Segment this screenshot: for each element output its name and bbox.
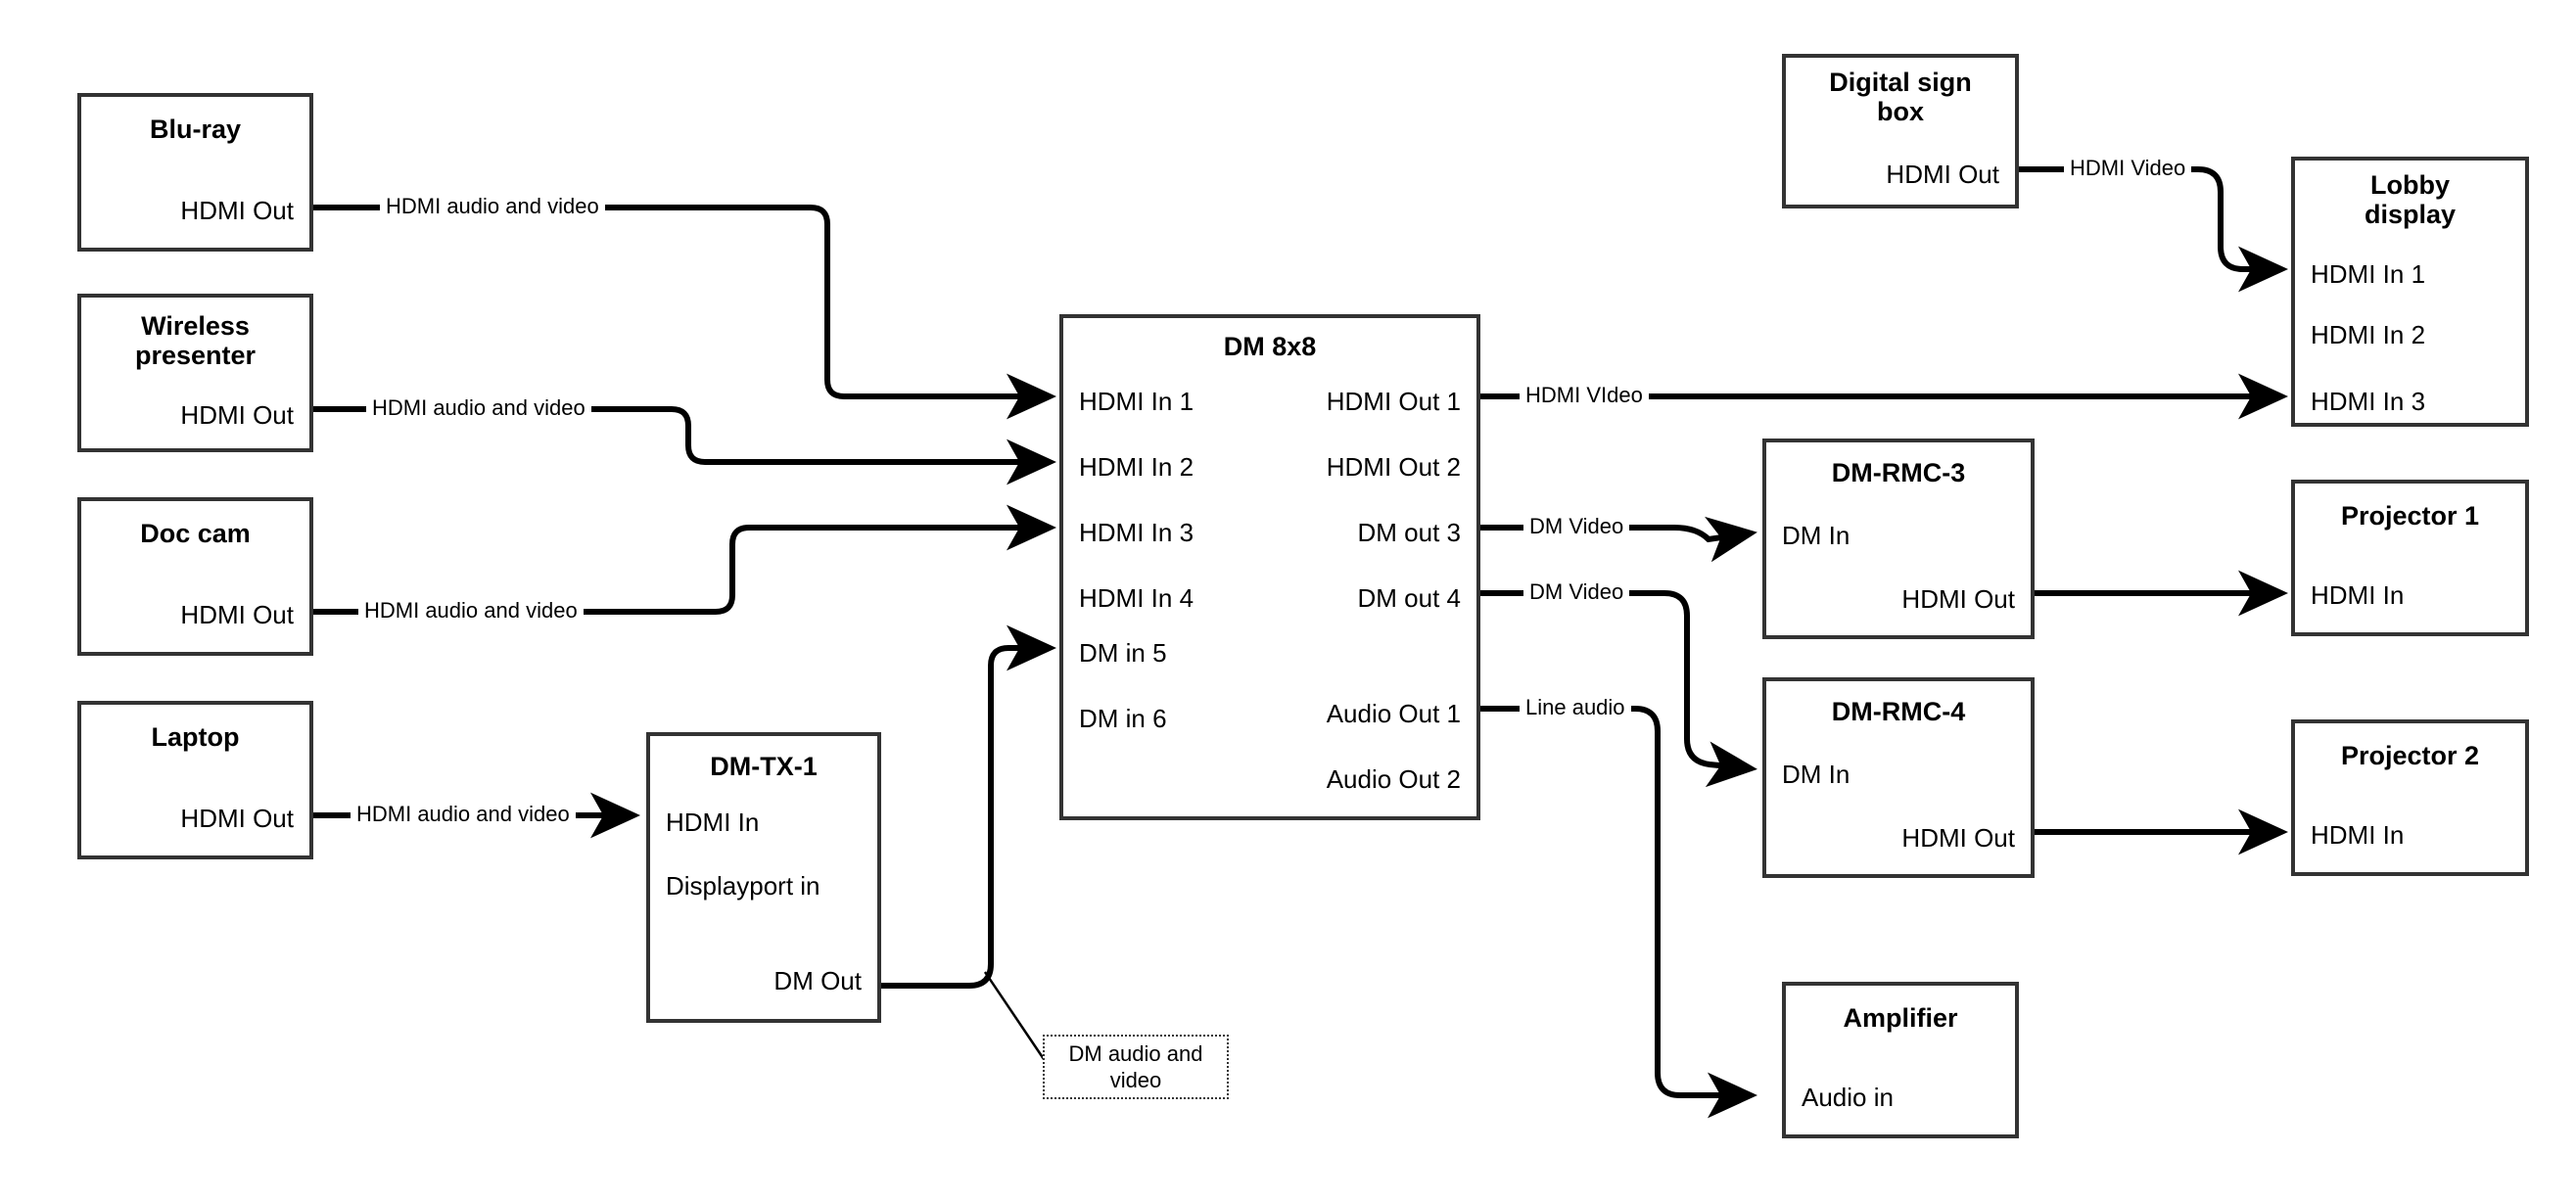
node-laptop-port-hdmi-out: HDMI Out xyxy=(180,804,294,833)
node-dm-rmc-4[interactable]: DM-RMC-4 DM In HDMI Out xyxy=(1762,677,2035,878)
node-dm-8x8-port-dm-in-6: DM in 6 xyxy=(1079,704,1167,733)
node-dm-8x8-port-hdmi-out-1: HDMI Out 1 xyxy=(1326,387,1461,416)
node-wireless-presenter-port-hdmi-out: HDMI Out xyxy=(180,400,294,430)
node-dm-tx-1[interactable]: DM-TX-1 HDMI In Displayport in DM Out xyxy=(646,732,881,1023)
wire-label-signbox: HDMI Video xyxy=(2064,158,2192,179)
wire-bluray-to-hdmi-in1 xyxy=(313,205,1056,420)
node-amplifier[interactable]: Amplifier Audio in xyxy=(1782,982,2019,1138)
node-dm-rmc-4-title: DM-RMC-4 xyxy=(1831,697,1966,726)
node-laptop-title: Laptop xyxy=(151,722,240,752)
node-dm-rmc-3-title: DM-RMC-3 xyxy=(1831,458,1966,487)
node-digital-sign-box-port-hdmi-out: HDMI Out xyxy=(1886,160,1999,189)
node-dm-8x8[interactable]: DM 8x8 HDMI In 1 HDMI In 2 HDMI In 3 HDM… xyxy=(1059,314,1480,820)
node-digital-sign-box[interactable]: Digital sign box HDMI Out xyxy=(1782,54,2019,208)
node-dm-rmc-3-port-hdmi-out: HDMI Out xyxy=(1901,584,2015,614)
node-laptop[interactable]: Laptop HDMI Out xyxy=(77,701,313,859)
node-dm-8x8-port-dm-in-5: DM in 5 xyxy=(1079,638,1167,668)
node-bluray-port-hdmi-out: HDMI Out xyxy=(180,196,294,225)
wire-dmtx1-to-dm-in5 xyxy=(881,624,1056,989)
node-projector-2[interactable]: Projector 2 HDMI In xyxy=(2291,719,2529,876)
node-dm-8x8-port-dm-out-4: DM out 4 xyxy=(1357,583,1462,613)
callout-dm-audio-and-video: DM audio and video xyxy=(1043,1035,1229,1099)
node-lobby-display[interactable]: Lobby display HDMI In 1 HDMI In 2 HDMI I… xyxy=(2291,157,2529,427)
node-lobby-display-port-hdmi-in-1: HDMI In 1 xyxy=(2311,259,2426,289)
node-lobby-display-port-hdmi-in-3: HDMI In 3 xyxy=(2311,387,2426,416)
node-digital-sign-box-title: Digital sign box xyxy=(1829,68,1972,127)
wire-label-wireless: HDMI audio and video xyxy=(366,397,591,419)
node-projector-2-title: Projector 2 xyxy=(2340,741,2480,770)
node-wireless-presenter-title: Wireless presenter xyxy=(134,311,257,371)
node-dm-8x8-port-dm-out-3: DM out 3 xyxy=(1357,518,1462,547)
node-dm-8x8-port-hdmi-in-3: HDMI In 3 xyxy=(1079,518,1194,547)
node-projector-1-port-hdmi-in: HDMI In xyxy=(2311,580,2405,610)
node-lobby-display-title: Lobby display xyxy=(2364,170,2457,230)
node-dm-tx-1-port-dm-out: DM Out xyxy=(773,966,862,995)
node-amplifier-title: Amplifier xyxy=(1843,1003,1958,1033)
node-dm-8x8-title: DM 8x8 xyxy=(1223,332,1317,361)
wire-dmout4-to-rmc4 xyxy=(1480,590,1757,788)
node-projector-1-title: Projector 1 xyxy=(2340,501,2480,531)
wire-label-bluray: HDMI audio and video xyxy=(380,196,605,217)
node-doc-cam-title: Doc cam xyxy=(140,519,251,548)
node-wireless-presenter[interactable]: Wireless presenter HDMI Out xyxy=(77,294,313,452)
node-dm-rmc-3-port-dm-in: DM In xyxy=(1782,521,1850,550)
wire-label-audio-out1: Line audio xyxy=(1520,697,1631,718)
wire-audioout1-to-amplifier xyxy=(1480,706,1757,1119)
wire-label-laptop: HDMI audio and video xyxy=(351,804,576,825)
node-dm-8x8-port-audio-out-1: Audio Out 1 xyxy=(1326,699,1461,728)
node-doc-cam-port-hdmi-out: HDMI Out xyxy=(180,600,294,629)
node-dm-tx-1-port-hdmi-in: HDMI In xyxy=(666,808,760,837)
wire-label-hdmi-out1: HDMI VIdeo xyxy=(1520,385,1649,406)
node-dm-rmc-3[interactable]: DM-RMC-3 DM In HDMI Out xyxy=(1762,439,2035,639)
node-dm-8x8-port-hdmi-out-2: HDMI Out 2 xyxy=(1326,452,1461,482)
node-dm-tx-1-title: DM-TX-1 xyxy=(710,752,818,781)
wire-label-dm-out3: DM Video xyxy=(1523,516,1630,537)
node-dm-rmc-4-port-dm-in: DM In xyxy=(1782,760,1850,789)
wire-label-dm-out4: DM Video xyxy=(1523,581,1630,603)
node-dm-tx-1-port-displayport-in: Displayport in xyxy=(666,871,820,901)
node-projector-2-port-hdmi-in: HDMI In xyxy=(2311,820,2405,850)
node-dm-8x8-port-hdmi-in-2: HDMI In 2 xyxy=(1079,452,1194,482)
callout-leader-line xyxy=(983,971,1046,1060)
node-projector-1[interactable]: Projector 1 HDMI In xyxy=(2291,480,2529,636)
node-lobby-display-port-hdmi-in-2: HDMI In 2 xyxy=(2311,320,2426,349)
node-doc-cam[interactable]: Doc cam HDMI Out xyxy=(77,497,313,656)
node-bluray-title: Blu-ray xyxy=(149,115,242,144)
wire-label-doccam: HDMI audio and video xyxy=(358,600,584,622)
node-bluray[interactable]: Blu-ray HDMI Out xyxy=(77,93,313,252)
node-dm-8x8-port-hdmi-in-4: HDMI In 4 xyxy=(1079,583,1194,613)
wire-signbox-to-lobby-in1 xyxy=(2019,166,2288,293)
node-dm-8x8-port-hdmi-in-1: HDMI In 1 xyxy=(1079,387,1194,416)
node-dm-rmc-4-port-hdmi-out: HDMI Out xyxy=(1901,823,2015,853)
node-amplifier-port-audio-in: Audio in xyxy=(1802,1083,1894,1112)
node-dm-8x8-port-audio-out-2: Audio Out 2 xyxy=(1326,764,1461,794)
